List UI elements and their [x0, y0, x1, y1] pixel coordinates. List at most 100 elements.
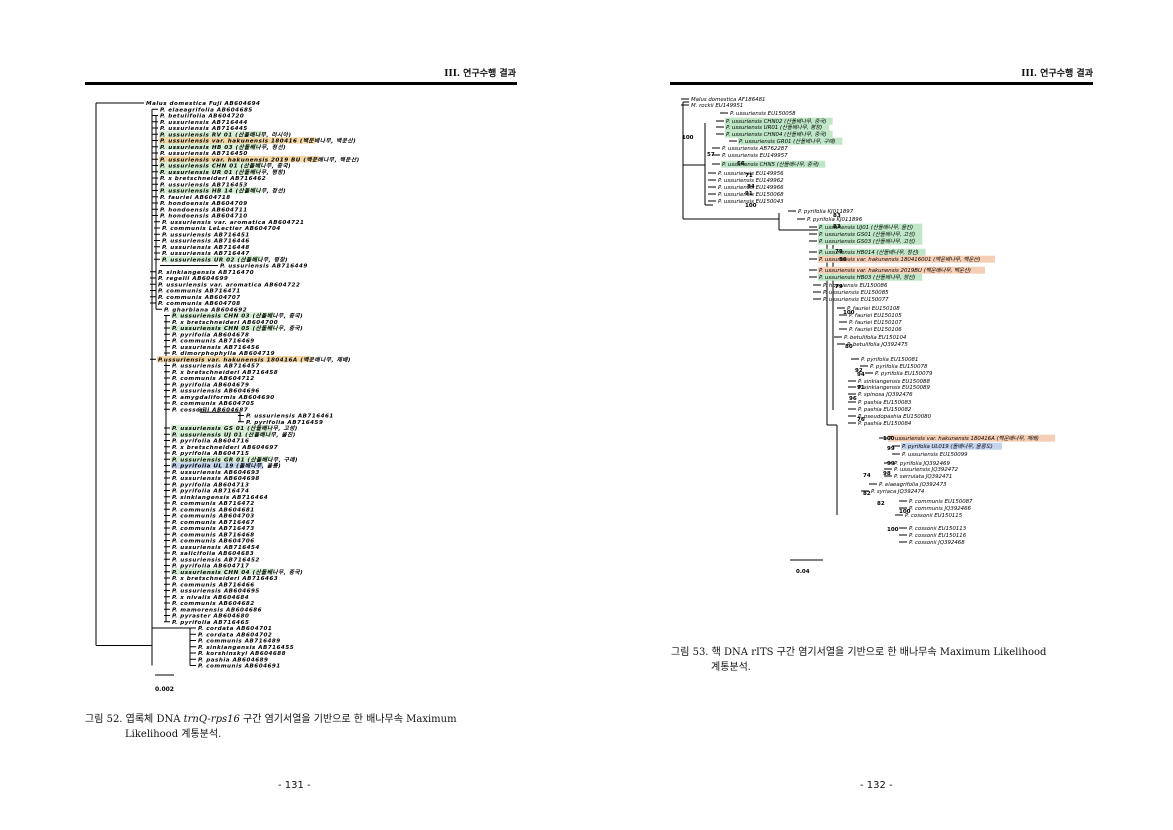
taxon-highlight — [171, 312, 276, 319]
bootstrap-value: 82 — [877, 501, 885, 507]
taxon-label: P. pyrifolia AB604678 — [172, 332, 249, 338]
bootstrap-value: 99 — [887, 461, 895, 467]
page-number: - 131 - — [278, 780, 311, 791]
taxon-label: P.ussuriensis var. hakunensis 180416A (백… — [158, 356, 351, 363]
taxon-label: P. sinkiangensis AB716464 — [172, 495, 268, 501]
taxon-label: P. salicifolia AB604683 — [172, 551, 254, 557]
bootstrap-value: 84 — [747, 184, 755, 190]
taxon-label: P. ussuriensis EU149962 — [718, 178, 784, 184]
bootstrap-value: 83 — [833, 224, 841, 230]
taxon-label: P. pyrifolia EU150078 — [870, 364, 928, 370]
taxon-label: P. hopeiensis EU150086 — [823, 283, 888, 289]
taxon-label: P. pyrifolia AB716465 — [172, 620, 249, 626]
taxon-label: P. ussuriensis AB716451 — [162, 232, 250, 238]
taxon-label: P. ussuriensis EU150085 — [823, 290, 889, 296]
taxon-label: P. serrulata JQ392471 — [894, 474, 952, 480]
taxon-label: P. communis AB604706 — [172, 539, 255, 545]
bootstrap-value: 100 — [843, 310, 855, 316]
taxon-label: P. ussuriensis CHN 05 (산돌배나무, 중국) — [172, 325, 303, 332]
taxon-label: P. sinkiangensis EU150089 — [858, 385, 930, 391]
taxon-label: P. pyrifolia AB604716 — [172, 439, 249, 445]
taxon-label: P. ussuriensis AB716457 — [172, 364, 260, 370]
taxon-label: P. pyrifolia EU150081 — [861, 357, 918, 363]
taxon-highlight — [818, 248, 926, 256]
taxon-label: P. ussuriensis CHN 01 (산돌배나무, 중국) — [160, 163, 291, 170]
taxon-label: P. communis AB716466 — [172, 582, 255, 588]
taxon-label: P. ussuriensis GS01 (산돌배나무, 고성) — [819, 231, 915, 238]
taxon-label: Malus domestica AF186481 — [691, 97, 765, 103]
taxon-label: P. elaeagrifolia AB604685 — [160, 107, 253, 113]
taxon-label: P. betulifolia JQ392475 — [847, 342, 908, 348]
taxon-label: P. communis AB604707 — [158, 295, 241, 301]
taxon-label: P. communis AB604703 — [172, 514, 255, 520]
taxon-label: P. pseudopashia EU150080 — [858, 414, 932, 420]
taxon-label: P. ussuriensis UR 02 (산돌배나무, 평창) — [162, 256, 288, 263]
taxon-label: P. communis AB716467 — [172, 520, 255, 526]
taxon-label: P. ussuriensis AB716444 — [160, 120, 248, 126]
taxon-label: Malus domestica Fuji AB604694 — [146, 101, 260, 107]
taxon-label: P. pashia EU150084 — [858, 421, 912, 427]
caption-line-2: Likelihood 계통분석. — [125, 729, 222, 740]
taxon-label: P. ussuriensis GS 01 (산돌배나무, 고성) — [172, 425, 298, 432]
bootstrap-value: 92 — [855, 368, 863, 374]
bootstrap-value: 100 — [887, 527, 899, 533]
taxon-highlight — [159, 131, 264, 138]
caption-prefix: 그림 52. 엽록체 DNA — [85, 714, 184, 725]
taxon-label: P. ussuriensis CHN02 (산돌배나무, 중국) — [726, 118, 826, 125]
taxon-label: P. x bretschneideri AB716463 — [172, 576, 278, 582]
taxon-highlight — [159, 162, 264, 169]
taxon-label: M. rockii EU149951 — [691, 103, 743, 109]
taxon-label: P. fauriei AB604718 — [160, 195, 231, 201]
taxon-label: P. dimorphophylla AB604719 — [172, 351, 275, 357]
taxon-label: P. communis AB716489 — [198, 639, 281, 645]
taxon-highlight — [725, 117, 833, 125]
taxon-label: P. regelii AB604699 — [158, 276, 228, 282]
taxon-label: P. ussuriensis AB762287 — [722, 146, 788, 152]
taxon-label: P. korshinskyi AB604688 — [198, 651, 286, 657]
running-header: III. 연구수행 결과 — [444, 69, 516, 79]
taxon-label: P. syriaca JQ392474 — [871, 489, 925, 495]
taxon-label: P. x nivalis AB604684 — [172, 595, 249, 601]
taxon-highlight — [818, 230, 923, 238]
taxon-highlight — [171, 431, 273, 438]
bootstrap-value: 80 — [845, 344, 853, 350]
bootstrap-value: 100 — [883, 436, 895, 442]
caption-line-2: 계통분석. — [711, 662, 751, 673]
bootstrap-value: 66 — [737, 161, 745, 167]
taxon-label: P. communis AB604681 — [172, 507, 255, 513]
taxon-highlight — [159, 168, 261, 175]
taxon-highlight — [159, 187, 261, 194]
header-rule — [85, 82, 517, 85]
taxon-label: P. ussuriensis AB716454 — [172, 545, 260, 551]
taxon-label: P. cossonii EU150113 — [909, 526, 967, 532]
taxon-label: P. pashia AB604689 — [198, 657, 268, 663]
taxon-highlight — [818, 255, 995, 263]
bootstrap-value: 100 — [682, 135, 694, 141]
taxon-label: P. ussuriensis AB716449 — [220, 264, 308, 270]
taxon-label: P. ussuriensis HB03 (산돌배나무, 정선) — [819, 274, 915, 281]
taxon-label: P. pyrifolia EU150079 — [875, 371, 933, 377]
taxon-label: P. communis LeLectier AB604704 — [162, 226, 281, 232]
taxon-label: P. pyrifolia UL 19 (돌배나무, 울릉) — [172, 463, 281, 470]
taxon-label: P. ussuriensis var. hakunensis 2019 BU (… — [160, 156, 360, 163]
taxon-label: P. ussuriensis AB604696 — [172, 389, 260, 395]
taxon-label: P. ussuriensis HB014 (산돌배나무, 정선) — [819, 249, 919, 256]
taxon-label: P. ussuriensis CHN 04 (산돌배나무, 중국) — [172, 569, 303, 576]
page-number: - 132 - — [860, 780, 893, 791]
taxon-label: P. spinosa JQ392476 — [858, 392, 913, 398]
taxon-label: P. ussuriensis CHN 03 (산돌배나무, 중국) — [172, 313, 303, 320]
taxon-highlight — [159, 156, 320, 163]
taxon-label: P. cossonii JQ392468 — [909, 540, 965, 546]
taxon-label: P. pyrifolia AB604713 — [172, 482, 249, 488]
taxon-highlight — [171, 462, 263, 469]
caption-gene-name: trnQ-rps16 — [183, 714, 240, 725]
taxon-label: P. ussuriensis RV 01 (산돌배나무, 러시아) — [160, 131, 292, 138]
taxon-highlight — [161, 256, 263, 263]
taxon-highlight — [725, 123, 830, 131]
taxon-label: P. pyrifolia AB604717 — [172, 564, 249, 570]
taxon-label: P. communis AB604712 — [172, 376, 255, 382]
taxon-label: P. hondoensis AB604711 — [160, 207, 248, 213]
taxon-label: P. ussuriensis EU150077 — [823, 297, 889, 303]
bootstrap-value: 57 — [707, 152, 715, 158]
taxon-label: P. ussuriensis EU149956 — [718, 171, 784, 177]
